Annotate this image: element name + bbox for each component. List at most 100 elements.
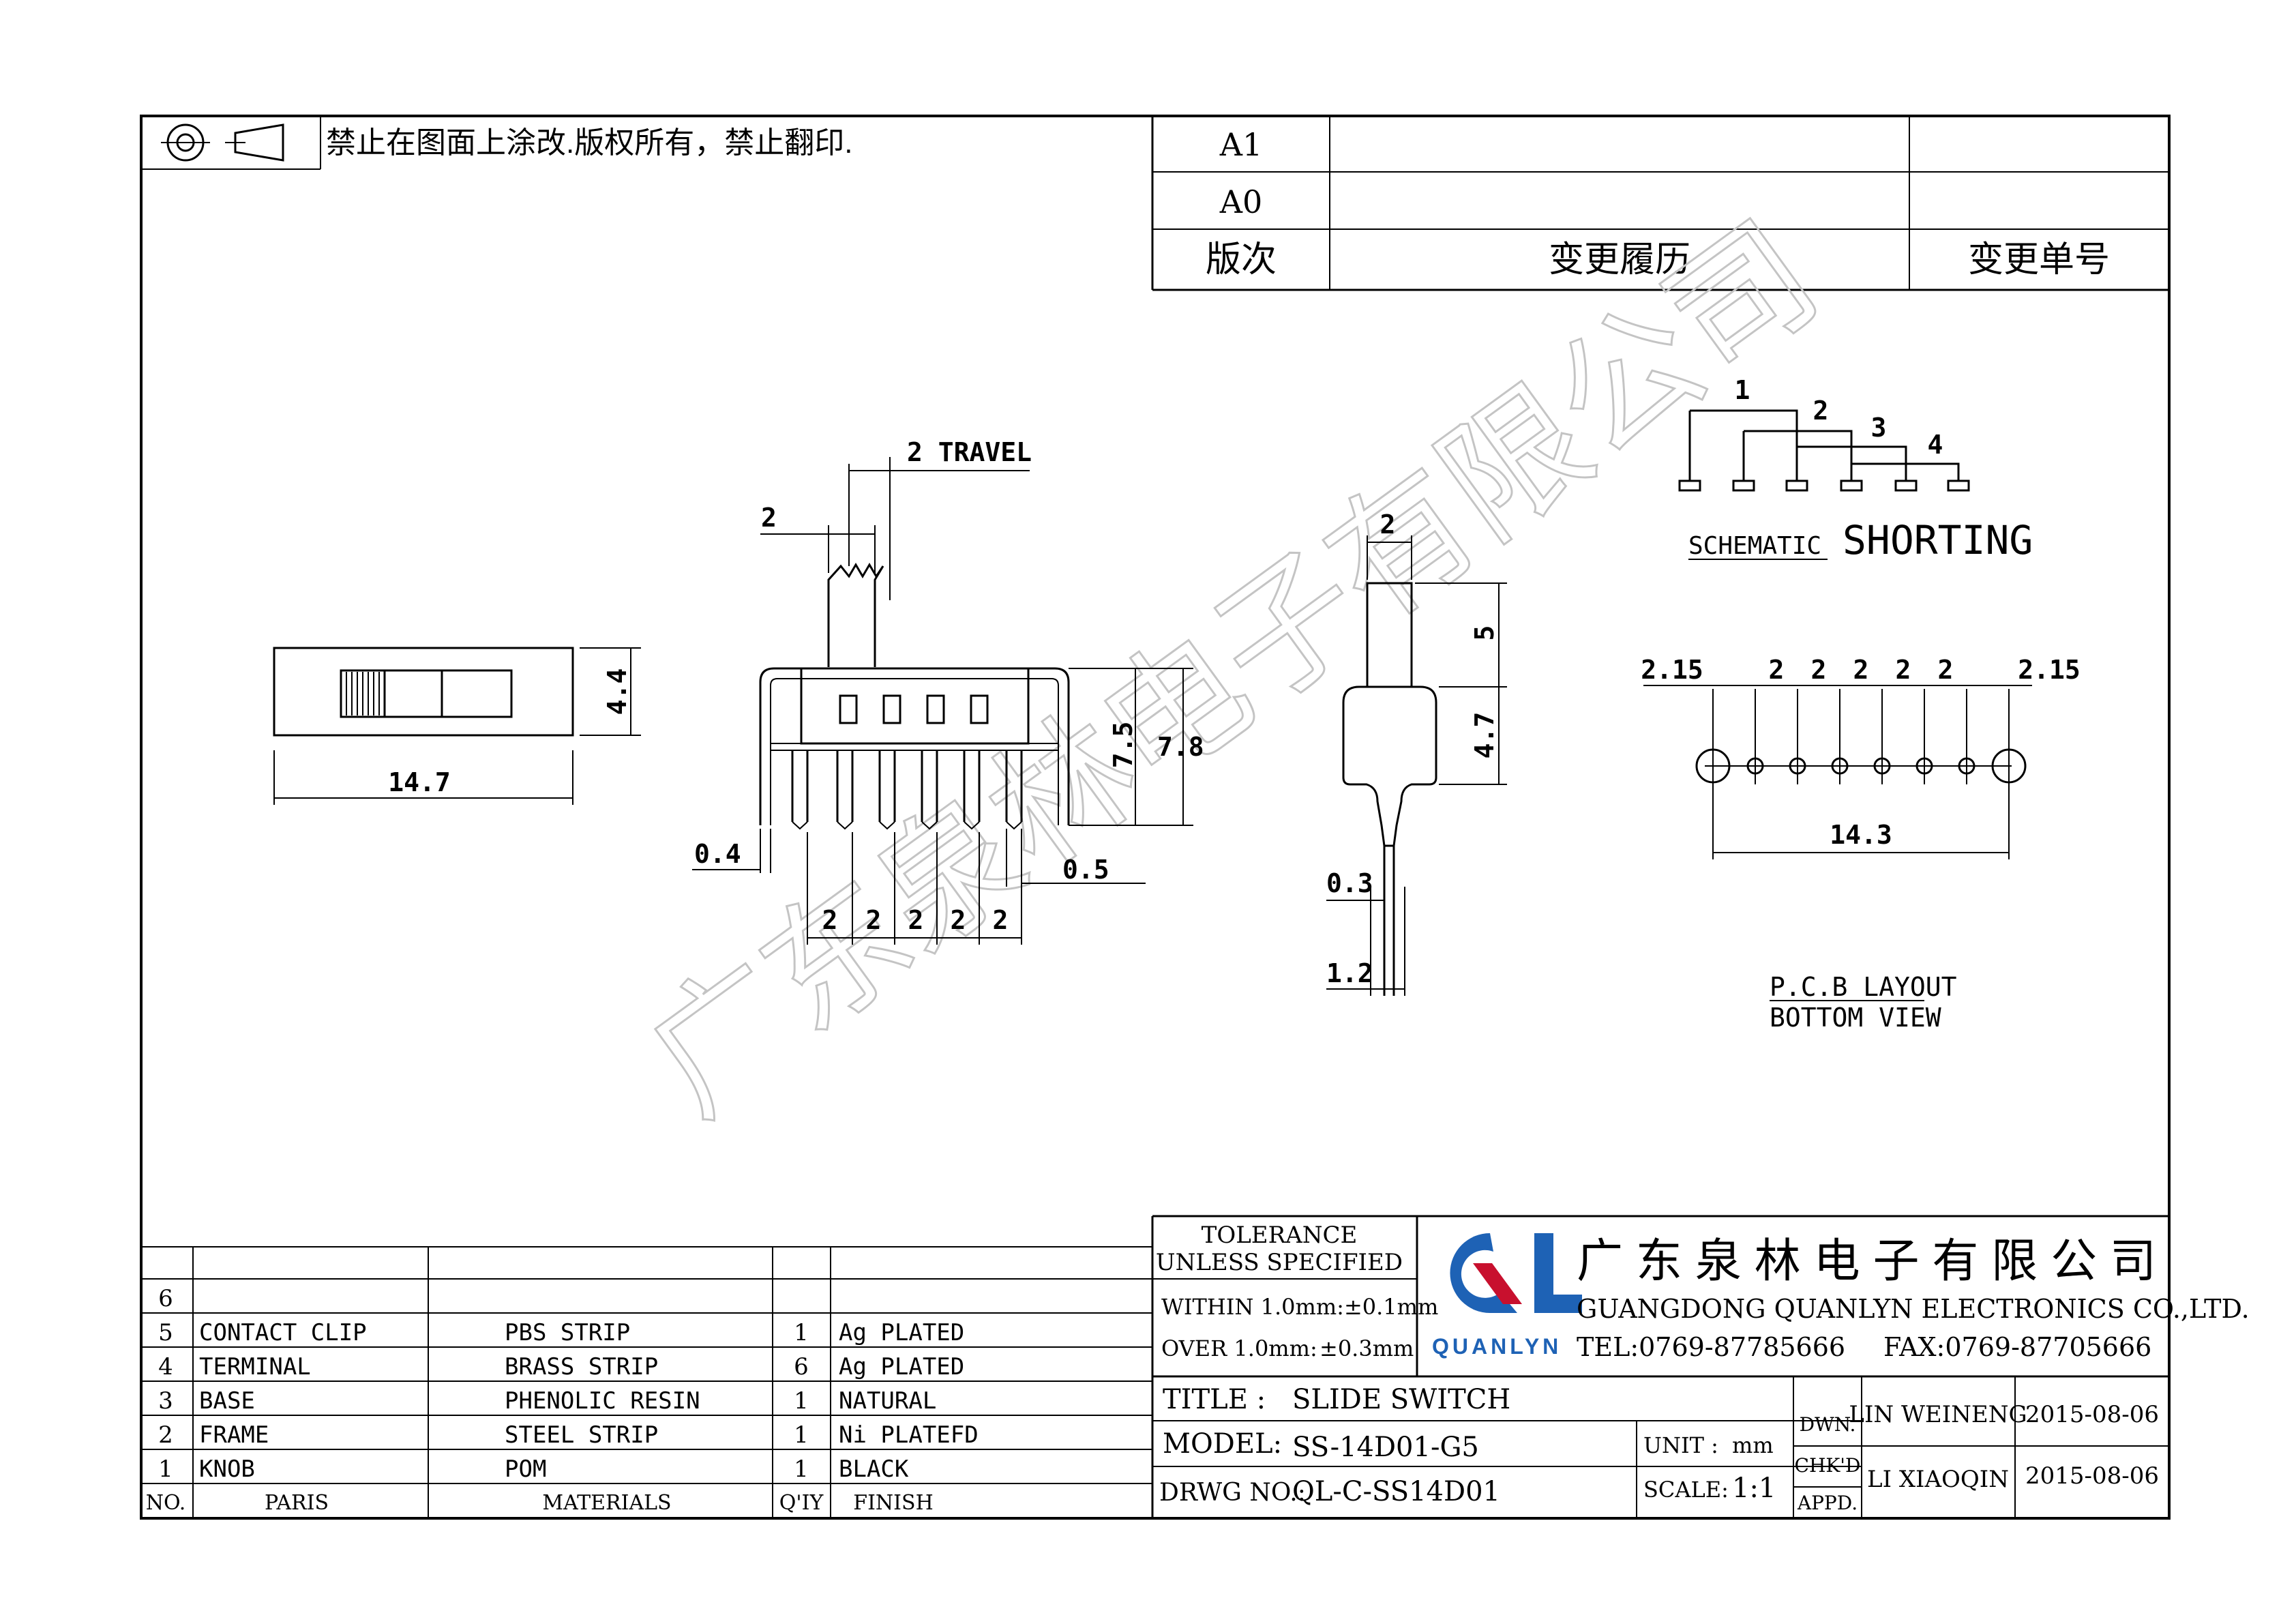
travel-label: 2 TRAVEL <box>907 437 1032 467</box>
dwn-name: LIN WEINENG <box>1849 1401 2027 1428</box>
dwn-date: 2015-08-06 <box>2025 1401 2159 1428</box>
bom-qty: 1 <box>794 1421 809 1449</box>
bom-qty: 6 <box>794 1353 809 1381</box>
schematic-pin-4: 4 <box>1928 430 1943 460</box>
chk-name: LI XIAOQIN <box>1867 1466 2009 1493</box>
chk-label: CHK'D <box>1795 1454 1861 1477</box>
front-view <box>692 457 1193 945</box>
bom-qty: 1 <box>794 1387 809 1415</box>
bom-finish: NATURAL <box>839 1387 936 1415</box>
copyright-notice: 禁止在图面上涂改.版权所有，禁止翻印. <box>326 126 852 160</box>
tolerance-subtitle: UNLESS SPECIFIED <box>1156 1249 1403 1276</box>
bom-material: PBS STRIP <box>505 1319 630 1346</box>
notice-block: 禁止在图面上涂改.版权所有，禁止翻印. <box>141 116 852 170</box>
side-view <box>1326 535 1507 996</box>
rev-header-version: 版次 <box>1206 240 1277 280</box>
schematic-pin-1: 1 <box>1735 375 1750 405</box>
bom-header-material: MATERIALS <box>542 1491 671 1515</box>
dim-side-body: 4.7 <box>1470 712 1500 759</box>
bom-qty: 1 <box>794 1456 809 1483</box>
drwg-value: QL-C-SS14D01 <box>1292 1476 1500 1507</box>
revision-table <box>1151 116 2169 291</box>
tolerance-over-value: ±0.3mm <box>1320 1335 1414 1361</box>
dwn-label: DWN. <box>1800 1413 1856 1436</box>
title-label: TITLE : <box>1163 1384 1266 1415</box>
bom-no: 4 <box>158 1353 173 1381</box>
company-logo: QUANLYN <box>1432 1232 1582 1359</box>
bom-material: BRASS STRIP <box>505 1353 658 1381</box>
rev-a1: A1 <box>1219 126 1263 163</box>
company-fax: FAX:0769-87705666 <box>1883 1332 2151 1362</box>
bom-part: TERMINAL <box>199 1353 311 1381</box>
bom-part: KNOB <box>199 1456 255 1483</box>
projection-symbol-icon <box>161 123 284 162</box>
bom-part: BASE <box>199 1387 255 1415</box>
dim-height-75: 7.5 <box>1108 722 1138 769</box>
bom-header-qty: Q'IY <box>779 1491 824 1515</box>
pcb-total-width: 14.3 <box>1830 820 1892 850</box>
rev-header-number: 变更单号 <box>1968 240 2110 280</box>
dim-pitch-3: 2 <box>908 905 924 935</box>
pcb-edge-right: 2.15 <box>2018 655 2081 685</box>
chk-date: 2015-08-06 <box>2025 1462 2159 1490</box>
bottom-view-label: BOTTOM VIEW <box>1770 1003 1941 1033</box>
dim-body-width: 14.7 <box>388 767 451 797</box>
dim-side-pin: 0.3 <box>1326 868 1373 898</box>
appd-label: APPD. <box>1797 1492 1858 1514</box>
model-label: MODEL: <box>1163 1428 1282 1460</box>
dim-pitch-4: 2 <box>951 905 966 935</box>
unit-value: mm <box>1732 1432 1774 1458</box>
dim-pin-thickness: 0.4 <box>694 839 741 869</box>
unit-label: UNIT : <box>1643 1432 1718 1458</box>
pcb-layout <box>1643 685 2032 859</box>
company-name-cn: 广 东 泉 林 电 子 有 限 公 司 <box>1577 1235 2156 1287</box>
dim-pitch-2: 2 <box>866 905 882 935</box>
bom-header: NO. PARIS MATERIALS Q'IY FINISH <box>146 1491 934 1515</box>
pcb-pitch-5: 2 <box>1938 655 1954 685</box>
bom-no: 1 <box>158 1456 173 1483</box>
company-name-en: GUANGDONG QUANLYN ELECTRONICS CO.,LTD. <box>1577 1294 2250 1324</box>
tolerance-within: WITHIN 1.0mm:±0.1mm <box>1161 1294 1438 1320</box>
pcb-pitch-2: 2 <box>1811 655 1827 685</box>
bom-no: 6 <box>158 1285 173 1312</box>
dim-pitch-1: 2 <box>822 905 838 935</box>
pcb-pitch-3: 2 <box>1853 655 1869 685</box>
pcb-edge-left: 2.15 <box>1641 655 1703 685</box>
dim-side-foot: 1.2 <box>1326 958 1373 988</box>
top-view <box>273 647 641 805</box>
pcb-pitch-1: 2 <box>1769 655 1785 685</box>
tolerance-over-label: OVER 1.0mm: <box>1161 1335 1317 1361</box>
bom-header-no: NO. <box>146 1491 186 1515</box>
bom-finish: Ni PLATEFD <box>839 1421 979 1449</box>
rev-a0: A0 <box>1219 183 1263 220</box>
bom-no: 5 <box>158 1319 173 1346</box>
dim-height-78: 7.8 <box>1157 732 1204 762</box>
bom-qty: 1 <box>794 1319 809 1346</box>
bom-finish: BLACK <box>839 1456 909 1483</box>
schematic-label: SCHEMATIC <box>1688 532 1821 560</box>
schematic-diagram <box>1678 409 1970 492</box>
dim-knob-width: 2 <box>761 503 777 533</box>
dim-pin-width: 0.5 <box>1062 855 1109 885</box>
bom-part: CONTACT CLIP <box>199 1319 367 1346</box>
rev-header-history: 变更履历 <box>1549 240 1690 280</box>
bom-header-part: PARIS <box>265 1491 329 1515</box>
model-value: SS-14D01-G5 <box>1292 1432 1479 1463</box>
bom-rows: 6 5 CONTACT CLIP PBS STRIP 1 Ag PLATED 4… <box>158 1285 979 1483</box>
drwg-label: DRWG NO.: <box>1159 1479 1306 1507</box>
bom-header-finish: FINISH <box>853 1491 933 1515</box>
dim-pitch-5: 2 <box>993 905 1009 935</box>
title-block-frame <box>1151 1215 2169 1518</box>
bom-no: 3 <box>158 1387 173 1415</box>
company-tel: TEL:0769-87785666 <box>1577 1332 1845 1362</box>
tolerance-title: TOLERANCE <box>1202 1222 1358 1249</box>
scale-label: SCALE: <box>1643 1477 1729 1503</box>
title-value: SLIDE SWITCH <box>1292 1384 1510 1415</box>
bom-finish: Ag PLATED <box>839 1319 964 1346</box>
pcb-pitch-4: 2 <box>1896 655 1911 685</box>
pcb-layout-label: P.C.B LAYOUT <box>1770 972 1957 1002</box>
scale-value: 1:1 <box>1732 1473 1776 1504</box>
sheet-border <box>140 115 2171 1520</box>
dim-side-top: 2 <box>1380 510 1396 540</box>
